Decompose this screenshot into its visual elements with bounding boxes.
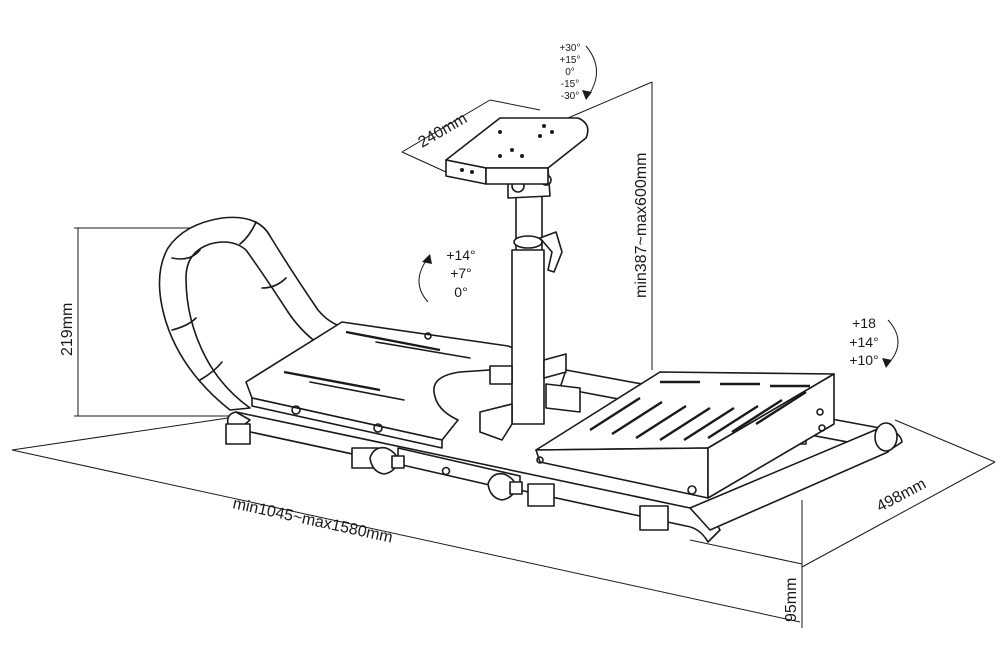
label-wheel-plate-width: 240mm [416, 110, 471, 151]
adjust-knob-left [369, 446, 405, 475]
seat-plate [245, 321, 524, 449]
label-foot-height: 95mm [783, 578, 800, 622]
label-frame-width: 498mm [874, 475, 929, 515]
foot-mid-front [527, 483, 555, 507]
dim-width-ext [894, 419, 996, 463]
wheel-plate [445, 117, 589, 185]
pedal-slots [589, 380, 810, 442]
column-angle-2: 0° [454, 284, 467, 300]
column-angle-1: +7° [450, 265, 472, 281]
rotation-arrows [418, 45, 899, 368]
wheel-angle-2: 0° [565, 67, 575, 78]
column-lower-tube [511, 249, 545, 425]
pedal-angle-1: +14° [849, 334, 878, 350]
dim-foot-ext [689, 539, 803, 565]
column-angles: +14° +7° 0° [446, 247, 475, 300]
wheel-angle-1: +15° [560, 55, 581, 66]
pedal-plate-angles: +18 +14° +10° [849, 315, 878, 368]
column-side-bracket [545, 383, 581, 413]
adjust-knob-front [487, 472, 523, 501]
pedal-plate [535, 371, 835, 499]
dimension-lines [11, 81, 996, 628]
wheel-plate-rotation-arrow [585, 45, 597, 97]
pedal-angle-0: +18 [852, 315, 876, 331]
column-rotation-arrow [418, 257, 429, 303]
foot-rear-left [225, 423, 251, 445]
column-angle-0: +14° [446, 247, 475, 263]
dim-plate-width-ext-b [489, 99, 541, 111]
dim-width-line [801, 461, 996, 568]
foot-front-left [639, 505, 669, 531]
tube-end-cap-right [874, 422, 898, 452]
dim-length-line [11, 449, 801, 623]
pedal-rotation-arrow [887, 319, 899, 365]
wheel-plate-side [485, 167, 549, 185]
label-frame-length: min1045~max1580mm [231, 495, 394, 546]
pedal-angle-2: +10° [849, 352, 878, 368]
wheel-angle-3: -15° [561, 79, 579, 90]
wheel-angle-4: -30° [561, 91, 579, 102]
column-rear-bracket [543, 353, 567, 379]
dim-column-height-top-ext [567, 81, 653, 119]
pedal-plate-front [707, 373, 835, 499]
extension-hole [441, 466, 451, 476]
dim-length-ext-left [11, 417, 229, 451]
dim-plate-width-line [401, 99, 491, 153]
column-base-bracket [479, 403, 513, 441]
column-lever [539, 231, 563, 273]
steering-column [479, 167, 581, 441]
column-foot-bracket [489, 365, 513, 385]
wheel-plate-angles: +30° +15° 0° -15° -30° [560, 43, 581, 102]
angle-labels: +30° +15° 0° -15° -30° +14° +7° 0° +18 +… [446, 43, 878, 368]
label-column-height: min387~max600mm [633, 153, 650, 298]
dim-plate-width-ext-a [401, 151, 447, 173]
wheel-plate-holes [460, 124, 554, 174]
wheel-angle-0: +30° [560, 43, 581, 54]
column-clamp [513, 235, 543, 249]
label-seat-height: 219mm [59, 303, 76, 356]
